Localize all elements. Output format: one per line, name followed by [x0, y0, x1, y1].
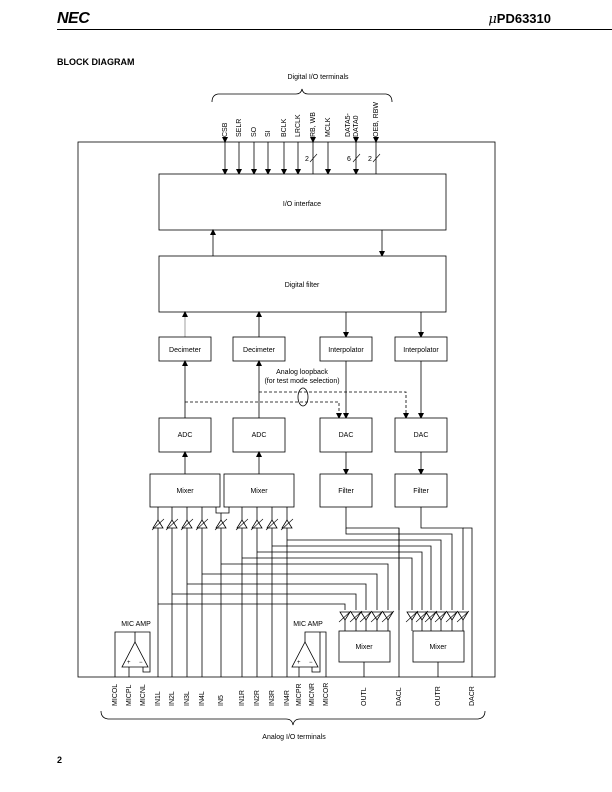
bus-width-rbwb: 2 — [305, 156, 309, 163]
pin-so: SO — [251, 126, 258, 137]
block-adc-1: ADC — [158, 417, 212, 453]
pin-csb: CSB — [222, 122, 229, 137]
input-mixer-1-label: Mixer — [176, 488, 194, 495]
block-input-mixer-2: Mixer — [223, 473, 295, 508]
section-title: BLOCK DIAGRAM — [57, 57, 135, 67]
analog-bracket — [100, 710, 486, 726]
pin-in2r: IN2R — [254, 690, 261, 706]
nec-logo: NEC — [57, 10, 90, 27]
digital-bracket-label: Digital I/O terminals — [287, 74, 349, 81]
pin-in5: IN5 — [218, 695, 225, 706]
mu-prefix: μ — [488, 12, 497, 27]
pin-dacr: DACR — [469, 686, 476, 706]
loopback-paths — [185, 387, 409, 419]
input-attenuators — [151, 507, 294, 531]
pin-micol: MICOL — [112, 684, 119, 706]
pin-micor: MICOR — [323, 683, 330, 706]
pin-outr: OUTR — [435, 686, 442, 706]
svg-text:−: − — [309, 660, 313, 666]
pin-micpr: MICPR — [296, 683, 303, 706]
chip-outline — [77, 141, 496, 678]
interpolator-1-label: Interpolator — [328, 347, 364, 354]
pin-mclk: MCLK — [325, 117, 332, 137]
mic-amp-left-label: MIC AMP — [121, 621, 151, 628]
bus-width-oeb: 2 — [368, 156, 372, 163]
adc-1-label: ADC — [178, 432, 193, 439]
pin-in3r: IN3R — [269, 690, 276, 706]
output-mixer-2-label: Mixer — [429, 644, 447, 651]
mic-amp-right: MIC AMP + − — [291, 621, 327, 677]
block-interpolator-2: Interpolator — [394, 336, 448, 362]
block-decimeter-2: Decimeter — [232, 336, 286, 362]
block-output-filter-1: Filter — [319, 473, 373, 508]
io-interface-label: I/O interface — [283, 201, 321, 208]
mic-amp-right-label: MIC AMP — [293, 621, 323, 628]
input-mixer-2-label: Mixer — [250, 488, 268, 495]
loopback-label-2: (for test mode selection) — [264, 378, 339, 385]
block-interpolator-1: Interpolator — [319, 336, 373, 362]
pin-in2l: IN2L — [169, 691, 176, 706]
pin-in1r: IN1R — [239, 690, 246, 706]
adc-2-label: ADC — [252, 432, 267, 439]
analog-bracket-label: Analog I/O terminals — [262, 734, 326, 741]
block-dac-2: DAC — [394, 417, 448, 453]
decimeter-2-label: Decimeter — [243, 347, 276, 354]
pin-in4r: IN4R — [284, 690, 291, 706]
pin-selr: SELR — [236, 119, 243, 137]
pin-in3l: IN3L — [184, 691, 191, 706]
page-number: 2 — [57, 755, 63, 765]
pin-micpl: MICPL — [126, 685, 133, 707]
block-dac-1: DAC — [319, 417, 373, 453]
block-output-filter-2: Filter — [394, 473, 448, 508]
dac-1-label: DAC — [339, 432, 354, 439]
block-io-interface: I/O interface — [158, 173, 447, 231]
pin-outl: OUTL — [361, 687, 368, 706]
svg-text:+: + — [127, 660, 131, 666]
pin-data0: DATA0 — [353, 115, 360, 137]
output-filter-1-label: Filter — [338, 488, 354, 495]
svg-text:+: + — [297, 660, 301, 666]
digital-bracket — [211, 88, 393, 103]
output-attenuators — [338, 610, 470, 631]
pin-lrclk: LRCLK — [295, 114, 302, 137]
top-pin-lines: 2 6 2 — [222, 137, 381, 175]
block-input-mixer-1: Mixer — [149, 473, 221, 508]
output-filter-2-label: Filter — [413, 488, 429, 495]
pin-oeb-rbw: OEB, RBW — [373, 102, 380, 137]
pin-micnr: MICNR — [309, 683, 316, 706]
part-number-text: PD63310 — [496, 11, 551, 26]
pin-in4l: IN4L — [199, 691, 206, 706]
block-output-mixer-1: Mixer — [338, 630, 391, 663]
loopback-label-1: Analog loopback — [276, 369, 328, 376]
pin-bclk: BCLK — [281, 118, 288, 137]
block-digital-filter: Digital filter — [158, 255, 447, 313]
analog-input-wires — [157, 507, 473, 677]
svg-text:−: − — [139, 660, 143, 666]
dac-2-label: DAC — [414, 432, 429, 439]
pin-data5: DATA5- — [345, 112, 352, 137]
block-adc-2: ADC — [232, 417, 286, 453]
pin-dacl: DACL — [396, 687, 403, 706]
part-number: μPD63310 — [488, 11, 551, 27]
pin-si: SI — [265, 130, 272, 137]
bus-width-data: 6 — [347, 156, 351, 163]
top-pin-labels: CSB SELR SO SI BCLK LRCLK RB, WB MCLK DA… — [222, 102, 380, 137]
block-decimeter-1: Decimeter — [158, 336, 212, 362]
pin-rb-wb: RB, WB — [310, 112, 317, 137]
digital-filter-label: Digital filter — [285, 282, 320, 289]
pin-micnl: MICNL — [140, 684, 147, 706]
output-mixer-1-label: Mixer — [355, 644, 373, 651]
header-rule — [57, 29, 612, 30]
bottom-pin-labels: MICOL MICPL MICNL IN1L IN2L IN3L IN4L IN… — [112, 683, 476, 706]
decimeter-1-label: Decimeter — [169, 347, 202, 354]
mic-amp-left: MIC AMP + − — [114, 621, 151, 677]
interpolator-2-label: Interpolator — [403, 347, 439, 354]
block-output-mixer-2: Mixer — [412, 630, 465, 663]
pin-in1l: IN1L — [155, 691, 162, 706]
